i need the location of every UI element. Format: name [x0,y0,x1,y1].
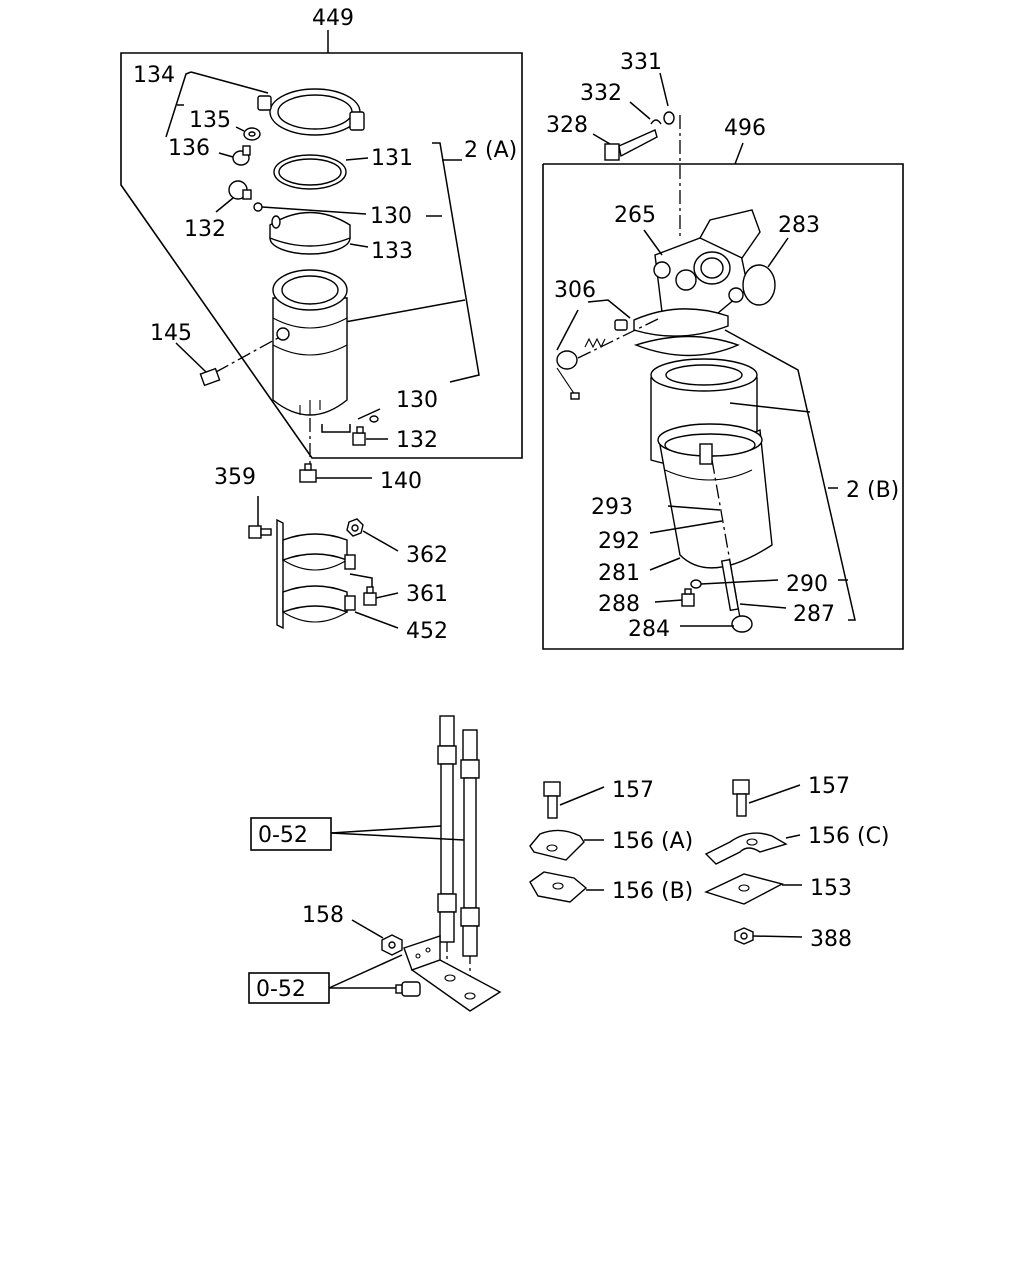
clamp-band-134 [257,88,365,136]
label-130a: 130 [370,204,412,229]
label-283: 283 [778,213,820,238]
pipe-right [460,729,480,957]
plug-132-upper [228,180,252,200]
plug-288 [681,588,695,607]
label-132a: 132 [184,217,226,242]
label-157b: 157 [808,774,850,799]
label-158: 158 [302,903,344,928]
seal-ring [633,335,740,357]
label-452: 452 [406,619,448,644]
label-156a: 156 (A) [612,829,693,854]
fuel-lines: 0-52 158 0-52 [248,715,502,1012]
label-281: 281 [598,561,640,586]
assembly-449: 449 134 135 136 131 [120,6,523,494]
bowl-281 [657,423,773,569]
label-292: 292 [598,529,640,554]
valve-306 [556,319,628,400]
mounting-plate [403,935,502,1012]
label-331: 331 [620,50,662,75]
label-2a: 2 (A) [464,138,517,163]
clamp-156a [529,829,585,861]
label-145: 145 [150,321,192,346]
label-496: 496 [724,116,766,141]
filter-head-265 [633,209,761,337]
washer-331 [663,111,675,125]
label-290: 290 [786,572,828,597]
label-2b: 2 (B) [846,478,899,503]
washer-332 [650,119,662,125]
label-052b: 0-52 [256,977,306,1002]
pipe-left [437,715,457,943]
label-293: 293 [591,495,633,520]
label-287: 287 [793,602,835,627]
filter-element [272,269,348,416]
o-ring-130-lower [369,415,379,423]
bolt-136 [232,145,251,166]
bolt-157-left [543,781,561,819]
fitting-bottom [395,981,421,997]
plate-153 [704,873,784,905]
o-ring-131 [273,154,347,190]
label-361: 361 [406,582,448,607]
hardware-b: 157 156 (C) 153 388 [704,774,890,952]
label-265: 265 [614,203,656,228]
label-306: 306 [554,278,596,303]
o-ring-130 [253,202,263,212]
bolt-145 [199,367,221,387]
shaft-287 [720,558,740,612]
assembly-496: 496 331 332 328 265 283 [542,50,904,650]
label-362: 362 [406,543,448,568]
label-133: 133 [371,239,413,264]
label-332: 332 [580,81,622,106]
label-284: 284 [628,617,670,642]
label-359: 359 [214,465,256,490]
drain-140 [299,463,317,483]
label-140: 140 [380,469,422,494]
washer-135 [243,127,261,141]
o-ring-290 [690,579,702,589]
cap-133 [269,211,351,255]
label-288: 288 [598,592,640,617]
label-449: 449 [312,6,354,31]
clamp-156c [704,832,788,865]
bolt-157-right [732,779,750,817]
label-157a: 157 [612,778,654,803]
nut-284 [731,615,753,633]
clamp-156b [529,871,588,903]
label-135: 135 [189,108,231,133]
bolt-361 [363,586,377,606]
label-153: 153 [810,876,852,901]
nut-388 [734,927,754,945]
label-156c: 156 (C) [808,824,890,849]
cap-283 [742,264,776,306]
label-328: 328 [546,113,588,138]
label-134: 134 [133,63,175,88]
label-130b: 130 [396,388,438,413]
plug-132-lower [352,426,366,446]
label-388: 388 [810,927,852,952]
hardware-a: 157 156 (A) 156 (B) [529,778,693,904]
bracket-452 [276,518,356,630]
label-052a: 0-52 [258,823,308,848]
bolt-359 [248,525,272,539]
nut-362 [346,518,364,537]
label-131: 131 [371,146,413,171]
label-136: 136 [168,136,210,161]
bolt-328 [604,129,658,161]
label-132b: 132 [396,428,438,453]
label-156b: 156 (B) [612,879,693,904]
nut-158 [381,934,403,956]
